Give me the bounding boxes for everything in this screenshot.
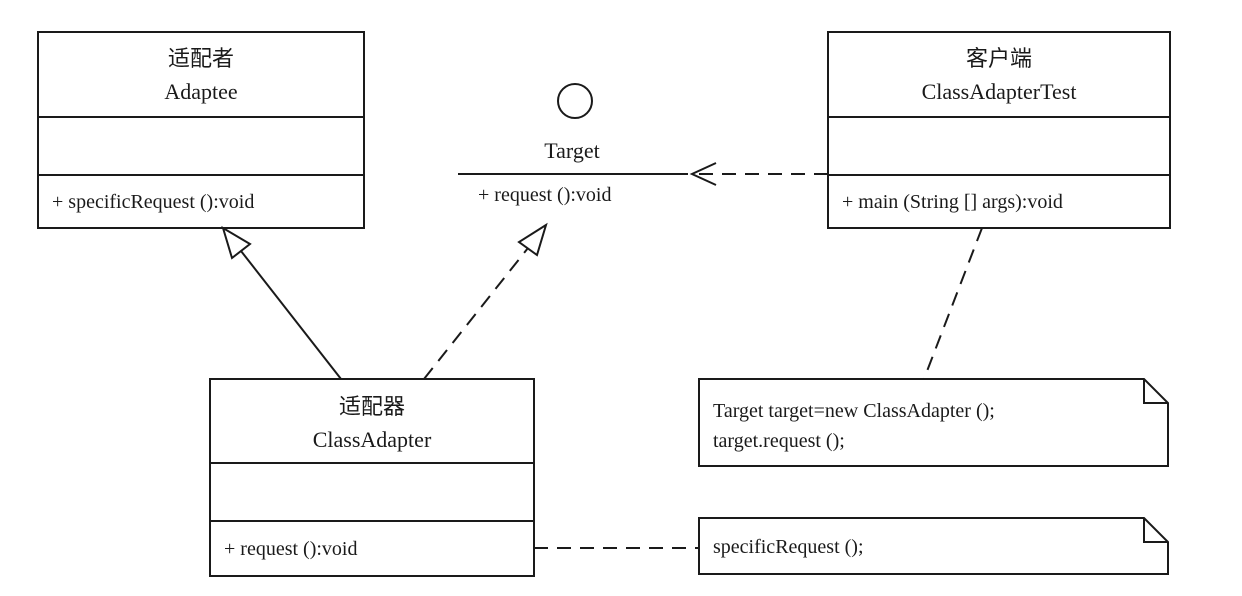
client-note-fold	[1143, 379, 1168, 404]
client-title-en: ClassAdapterTest	[922, 79, 1077, 104]
adapter-method: + request ():void	[224, 538, 357, 560]
interface-circle-icon	[557, 83, 593, 119]
realization-adapter-to-target	[423, 222, 548, 380]
adaptee-class[interactable]: 适配者 Adaptee + specificRequest ():void	[37, 31, 365, 229]
generalization-arrow-icon	[221, 225, 252, 260]
adapter-note[interactable]: specificRequest ();	[698, 517, 1169, 575]
client-class-box	[827, 31, 1171, 229]
adapter-class-box	[209, 378, 535, 577]
adaptee-title-en: Adaptee	[164, 79, 237, 104]
dependency-client-to-target	[689, 162, 828, 186]
client-note-shape	[698, 378, 1169, 467]
client-note-line-1: Target target=new ClassAdapter ();	[713, 400, 995, 422]
adapter-title-cn: 适配器	[339, 394, 405, 419]
dependency-arrow-icon	[689, 162, 717, 186]
adaptee-method: + specificRequest ():void	[52, 191, 254, 213]
adapter-note-line-1: specificRequest ();	[713, 536, 864, 558]
adapter-note-shape	[698, 517, 1169, 575]
adapter-note-fold	[1143, 518, 1168, 543]
client-title-cn: 客户端	[966, 46, 1032, 71]
client-note[interactable]: Target target=new ClassAdapter (); targe…	[698, 378, 1169, 467]
client-note-anchor	[923, 227, 983, 380]
client-note-line-2: target.request ();	[713, 430, 845, 452]
adapter-class[interactable]: 适配器 ClassAdapter + request ():void	[209, 378, 535, 577]
generalization-line	[240, 250, 342, 380]
adapter-title-en: ClassAdapter	[313, 427, 432, 452]
generalization-adapter-to-adaptee	[221, 225, 342, 380]
realization-arrow-icon	[517, 222, 548, 257]
target-interface[interactable]: Target + request ():void	[458, 83, 688, 206]
target-interface-method: + request ():void	[478, 184, 611, 206]
client-method: + main (String [] args):void	[842, 191, 1063, 213]
target-interface-name: Target	[544, 138, 599, 163]
client-class[interactable]: 客户端 ClassAdapterTest + main (String [] a…	[827, 31, 1171, 229]
realization-line	[423, 247, 529, 380]
adaptee-class-box	[37, 31, 365, 229]
adaptee-title-cn: 适配者	[168, 46, 234, 71]
